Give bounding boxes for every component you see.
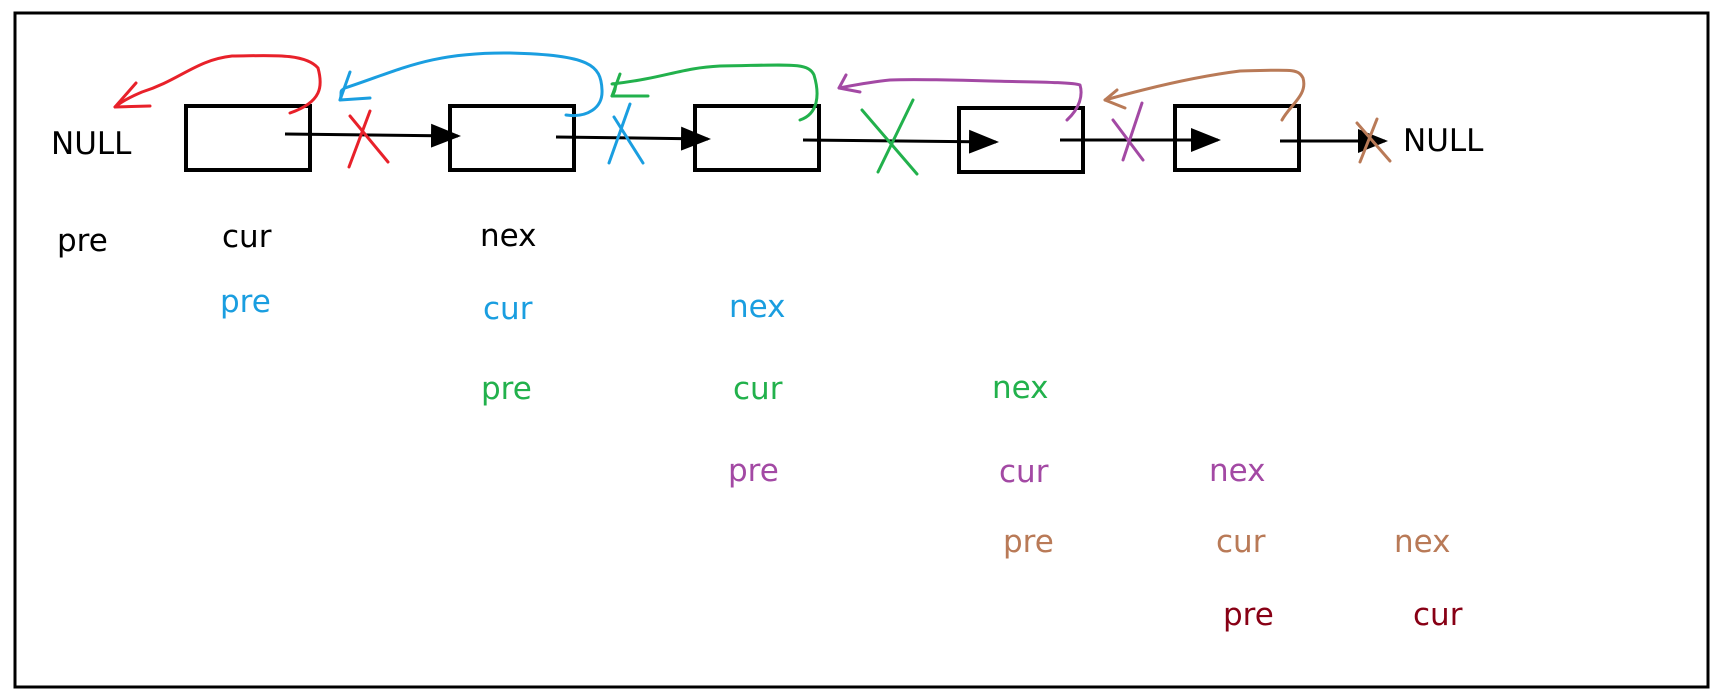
label-nex-step-1: nex <box>729 289 786 325</box>
next-pointer-1 <box>284 123 461 148</box>
reversed-pointer-blue <box>338 51 604 118</box>
reversed-pointers <box>113 51 1306 122</box>
cross-mark-blue <box>607 102 645 165</box>
label-cur-step-2: cur <box>733 371 783 407</box>
label-pre-step-3: pre <box>728 453 779 489</box>
list-node-5 <box>1173 104 1301 172</box>
reversed-pointer-red <box>113 54 322 115</box>
crossed-out-pointers <box>347 98 1392 176</box>
cross-mark-red <box>347 109 390 169</box>
label-pre-step-4: pre <box>1003 524 1054 560</box>
label-nex-step-3: nex <box>1209 453 1266 489</box>
label-cur-step-3: cur <box>999 454 1049 490</box>
cross-mark-purple <box>1111 101 1145 162</box>
list-node-3 <box>693 104 821 172</box>
label-pre-step-0: pre <box>57 223 108 259</box>
next-pointer-3 <box>802 129 999 154</box>
reversed-pointer-brown <box>1103 68 1306 122</box>
label-nex-step-2: nex <box>992 370 1049 406</box>
label-pre-step-1: pre <box>220 284 271 320</box>
label-cur-step-4: cur <box>1216 524 1266 560</box>
label-cur-step-0: cur <box>222 219 272 255</box>
list-node-2 <box>448 104 576 172</box>
reversed-pointer-purple <box>837 73 1083 122</box>
variable-labels: pre cur nex pre cur nex pre cur nex pre … <box>57 218 1463 633</box>
list-node-1 <box>184 104 312 172</box>
next-pointer-2 <box>555 126 711 151</box>
label-nex-step-0: nex <box>480 218 537 254</box>
label-pre-step-2: pre <box>481 371 532 407</box>
reversed-pointer-green <box>610 63 819 122</box>
next-pointers <box>284 123 1388 154</box>
null-right-label: NULL <box>1403 123 1484 159</box>
label-nex-step-4: nex <box>1394 524 1451 560</box>
cross-mark-brown <box>1355 117 1392 164</box>
diagram-frame <box>13 11 1710 689</box>
label-cur-step-5: cur <box>1413 597 1463 633</box>
null-left-label: NULL <box>51 126 132 162</box>
label-cur-step-1: cur <box>483 291 533 327</box>
cross-mark-green <box>860 98 919 176</box>
label-pre-step-5: pre <box>1223 597 1274 633</box>
